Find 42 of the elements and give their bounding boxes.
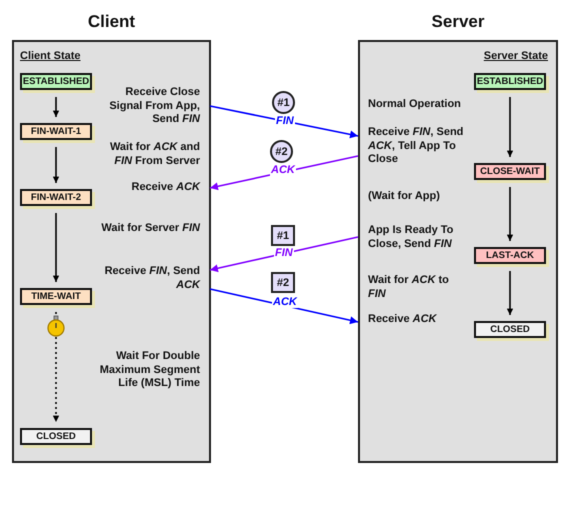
step-description: Receive ACK	[96, 181, 210, 196]
arrow	[52, 213, 60, 282]
step-description: Wait for ACK and FIN From Server	[96, 141, 210, 169]
step-number-badge: #2	[270, 140, 293, 163]
state-box: CLOSE-WAIT	[474, 163, 546, 180]
step-description: Receive FIN, Send ACK, Tell App To Close	[358, 126, 474, 168]
panel-heading: Server State	[484, 50, 548, 62]
step-description: Receive Close Signal From App, Send FIN	[96, 86, 210, 128]
arrow	[210, 105, 358, 138]
state-box: CLOSED	[474, 321, 546, 338]
step-description: Receive FIN, Send ACK	[96, 265, 210, 293]
state-box: LAST-ACK	[474, 247, 546, 264]
state-box: CLOSED	[20, 428, 92, 445]
arrow	[506, 271, 514, 315]
edge-label: FIN	[275, 115, 295, 127]
arrow	[506, 187, 514, 241]
panel-heading: Client State	[20, 50, 81, 62]
state-box: FIN-WAIT-2	[20, 189, 92, 206]
step-number-badge: #1	[271, 225, 295, 246]
column-heading: Client	[86, 12, 136, 32]
edge-label: ACK	[272, 296, 298, 308]
step-description: App Is Ready To Close, Send FIN	[358, 224, 474, 252]
arrow	[506, 97, 514, 157]
step-number-badge: #1	[272, 91, 295, 114]
state-box: ESTABLISHED	[20, 73, 92, 90]
step-description: (Wait for App)	[358, 190, 474, 205]
arrow	[210, 236, 358, 272]
step-description: Wait For Double Maximum Segment Life (MSL) Time	[96, 350, 210, 392]
arrow	[52, 312, 60, 422]
state-box: ESTABLISHED	[474, 73, 546, 90]
arrow	[52, 97, 60, 117]
state-box: FIN-WAIT-1	[20, 123, 92, 140]
step-description: Normal Operation	[358, 98, 474, 113]
state-box: TIME-WAIT	[20, 288, 92, 305]
edge-label: ACK	[270, 164, 296, 176]
edge-label: FIN	[274, 247, 294, 259]
step-number-badge: #2	[271, 272, 295, 293]
step-description: Wait for Server FIN	[80, 222, 210, 237]
step-description: Receive ACK	[358, 313, 474, 328]
step-description: Wait for ACK to FIN	[358, 274, 468, 302]
arrow	[52, 147, 60, 183]
column-heading: Server	[430, 12, 486, 32]
